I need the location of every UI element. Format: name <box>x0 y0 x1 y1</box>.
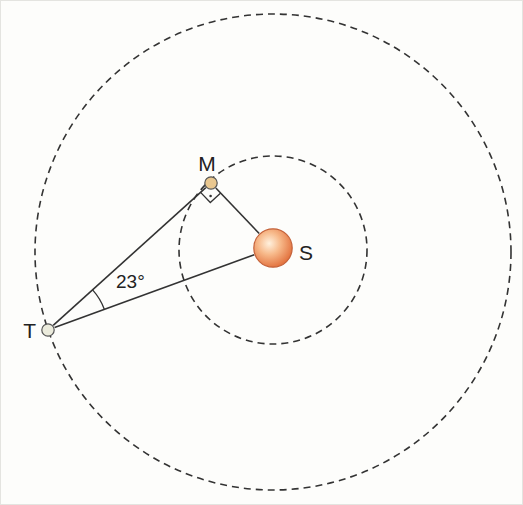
sun-disc <box>254 229 292 267</box>
earth-planet: T <box>41 323 55 337</box>
sight-line <box>216 188 259 233</box>
sight-line <box>53 188 206 326</box>
right-angle-dot <box>209 195 212 198</box>
angle-label: 23° <box>116 272 145 291</box>
moon-planet-disc <box>205 177 217 189</box>
outer-orbit <box>35 14 511 490</box>
inner-orbit <box>179 156 367 344</box>
earth-planet-shape <box>41 323 55 337</box>
body-label: S <box>299 242 313 263</box>
moon-planet: M <box>204 176 218 190</box>
angle-arc <box>93 290 105 310</box>
body-label: T <box>23 320 36 341</box>
sun: S <box>253 228 293 268</box>
body-label: M <box>198 153 216 174</box>
moon-planet-shape <box>204 176 218 190</box>
right-angle-mark <box>201 192 221 202</box>
sight-line <box>55 255 255 328</box>
earth-planet-disc <box>42 324 54 336</box>
sun-shape <box>253 228 293 268</box>
